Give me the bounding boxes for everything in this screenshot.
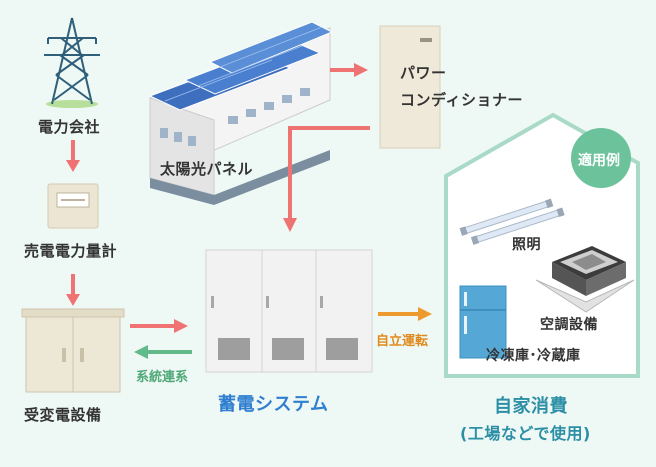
storage-battery-icon [205,249,373,373]
transmission-tower-icon [44,17,100,108]
arrow-solar-to-conditioner [330,63,368,77]
arrow-storage-to-grid [134,345,192,359]
meter-icon [47,183,99,229]
self-consumption-label: 自家消費 [494,396,568,417]
lighting-label: 照明 [512,237,541,253]
independent-operation-label: 自立運転 [376,334,429,349]
arrow-power-to-meter [66,140,80,172]
application-badge-label: 適用例 [578,153,620,169]
power-conditioner-label-line2: コンディショナー [400,91,523,109]
lighting-icon [459,198,565,245]
switchgear-cabinet-icon [21,308,125,393]
receiving-equipment-label: 受変電設備 [24,406,102,424]
power-company-label: 電力会社 [38,118,101,136]
sale-meter-label: 売電電力量計 [24,242,118,260]
air-conditioning-label: 空調設備 [540,317,598,333]
arrow-conditioner-to-storage [283,126,370,232]
arrow-equipment-to-storage [130,319,188,333]
arrow-storage-to-self-use [378,307,432,321]
air-conditioner-icon [535,246,635,313]
power-conditioner-icon [379,25,441,149]
storage-system-label: 蓄電システム [218,394,329,415]
self-consumption-sub-label: (工場などで使用) [460,424,591,443]
refrigerator-icon [459,285,507,359]
solar-panel-label: 太陽光パネル [160,160,254,178]
power-conditioner-label-line1: パワー [400,64,447,82]
application-badge [571,128,631,188]
solar-factory-icon [148,21,334,205]
grid-link-label: 系統連系 [136,370,189,385]
refrigeration-label: 冷凍庫･冷蔵庫 [486,348,581,364]
arrow-meter-to-equipment [66,274,80,306]
